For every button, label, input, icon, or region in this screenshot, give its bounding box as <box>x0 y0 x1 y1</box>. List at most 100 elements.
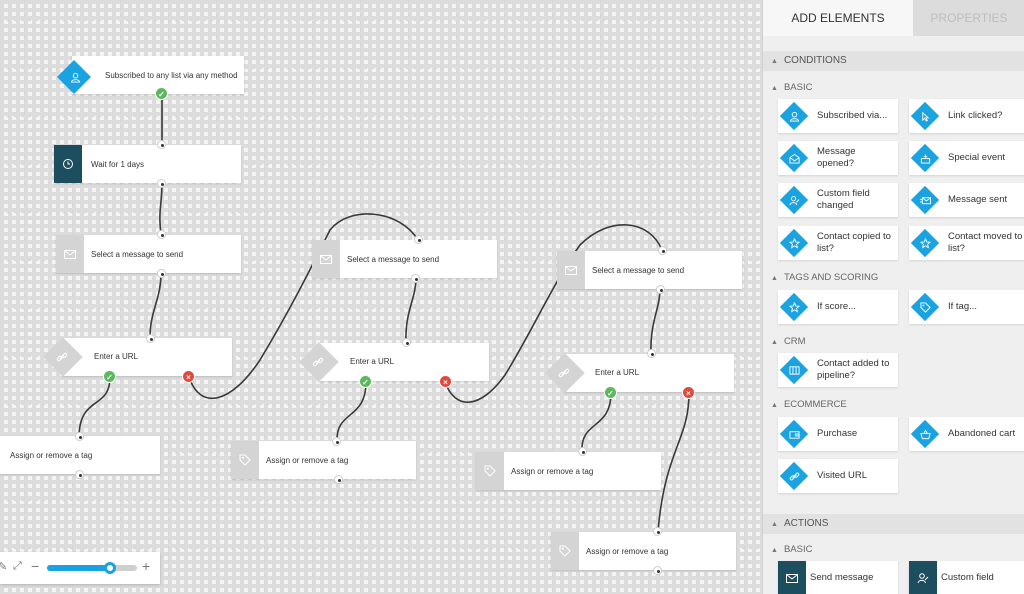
connector-dot[interactable] <box>157 230 166 239</box>
zoom-slider[interactable] <box>47 562 137 574</box>
tag-action-node[interactable]: Assign or remove a tag <box>0 436 160 474</box>
connector-dot[interactable] <box>402 338 411 347</box>
node-label: Select a message to send <box>592 265 685 275</box>
wire <box>159 182 163 235</box>
element-visited-url[interactable]: Visited URL <box>778 459 898 493</box>
connector-dot[interactable] <box>332 437 341 446</box>
element-label: Message sent <box>948 194 1008 205</box>
subsection-crm[interactable]: ▲CRM <box>771 336 806 347</box>
node-label: Assign or remove a tag <box>586 546 669 556</box>
subsection-basic[interactable]: ▲BASIC <box>771 82 812 93</box>
success-badge-icon: ✓ <box>155 87 168 100</box>
element-label: Contact added to pipeline? <box>817 358 890 381</box>
element-abandoned-cart[interactable]: Abandoned cart <box>909 417 1024 451</box>
element-label: Message opened? <box>817 146 856 169</box>
element-special-event[interactable]: Special event <box>909 141 1024 175</box>
star-move-icon <box>915 233 935 253</box>
connector-dot[interactable] <box>157 140 166 149</box>
connector-lines <box>78 95 690 532</box>
tab-add-elements[interactable]: ADD ELEMENTS <box>763 0 913 36</box>
element-contact-copied[interactable]: Contact copied to list? <box>778 226 898 260</box>
connector-dot[interactable] <box>653 527 662 536</box>
connector-dot[interactable] <box>414 235 423 244</box>
tag-action-node[interactable]: Assign or remove a tag <box>231 441 416 479</box>
node-label: Select a message to send <box>91 249 184 259</box>
link-icon <box>307 351 329 373</box>
tab-properties[interactable]: PROPERTIES <box>913 0 1024 36</box>
element-contact-added-pipeline[interactable]: Contact added to pipeline? <box>778 353 898 387</box>
envelope-send-icon <box>915 190 935 210</box>
connector-dot[interactable] <box>653 566 662 575</box>
tag-icon <box>915 297 935 317</box>
element-purchase[interactable]: Purchase <box>778 417 898 451</box>
element-message-opened[interactable]: Message opened? <box>778 141 898 175</box>
element-link-clicked[interactable]: Link clicked? <box>909 99 1024 133</box>
connector-dot[interactable] <box>157 269 166 278</box>
connector-dot[interactable] <box>157 179 166 188</box>
element-label: If tag... <box>948 301 978 312</box>
wire <box>78 376 111 437</box>
tag-action-node[interactable]: Assign or remove a tag <box>551 532 736 570</box>
zoom-slider-fill <box>47 565 110 571</box>
element-label: Contact moved to list? <box>948 231 1023 254</box>
url-condition-node[interactable]: Enter a URL <box>43 337 232 377</box>
wait-node[interactable]: Wait for 1 days <box>54 145 241 183</box>
element-custom-field-changed[interactable]: Custom field changed <box>778 183 898 217</box>
connector-dot[interactable] <box>75 470 84 479</box>
connector-dot[interactable] <box>647 349 656 358</box>
element-send-message[interactable]: Send message <box>778 561 898 594</box>
zoom-in-icon[interactable]: + <box>142 558 151 574</box>
connector-dot[interactable] <box>146 334 155 343</box>
node-label: Assign or remove a tag <box>266 455 349 465</box>
subsection-tags-scoring[interactable]: ▲TAGS AND SCORING <box>771 272 878 283</box>
user-icon <box>64 66 86 88</box>
element-contact-moved[interactable]: Contact moved to list? <box>909 226 1024 260</box>
element-label: Send message <box>810 572 874 583</box>
zoom-slider-handle[interactable] <box>104 562 116 574</box>
subsection-title: BASIC <box>783 544 813 555</box>
message-node[interactable]: Select a message to send <box>56 235 241 273</box>
url-condition-node[interactable]: Enter a URL <box>545 353 734 393</box>
node-label: Assign or remove a tag <box>10 450 93 460</box>
connector-dot[interactable] <box>656 285 665 294</box>
wire <box>650 287 661 355</box>
user-icon <box>784 106 804 126</box>
connector-dot[interactable] <box>658 246 667 255</box>
connector-dot[interactable] <box>411 274 420 283</box>
success-badge-icon: ✓ <box>604 386 617 399</box>
node-label: Subscribed to any list via any method <box>105 70 238 80</box>
url-condition-node[interactable]: Enter a URL <box>299 342 489 382</box>
element-if-tag[interactable]: If tag... <box>909 290 1024 324</box>
element-custom-field[interactable]: Custom field <box>909 561 1024 594</box>
connector-dot[interactable] <box>334 475 343 484</box>
zoom-out-icon[interactable]: − <box>31 558 40 574</box>
connector-dot[interactable] <box>578 447 587 456</box>
pencil-icon[interactable]: ✎ <box>0 561 8 573</box>
tag-action-node[interactable]: Assign or remove a tag <box>476 452 661 490</box>
section-title: ACTIONS <box>783 518 829 529</box>
fit-screen-icon[interactable]: ⤢ <box>13 560 22 572</box>
wire <box>336 381 367 442</box>
wire <box>444 224 663 403</box>
workflow-canvas[interactable]: Subscribed to any list via any method ✓ … <box>0 0 762 594</box>
subsection-ecommerce[interactable]: ▲ECOMMERCE <box>771 399 847 410</box>
message-node[interactable]: Select a message to send <box>312 240 497 278</box>
link-icon <box>784 466 804 486</box>
element-if-score[interactable]: If score... <box>778 290 898 324</box>
message-node[interactable]: Select a message to send <box>557 251 742 289</box>
zoom-toolbar: ✎ ⤢ − + <box>0 552 160 584</box>
error-badge-icon: × <box>682 386 695 399</box>
element-message-sent[interactable]: Message sent <box>909 183 1024 217</box>
element-subscribed-via[interactable]: Subscribed via... <box>778 99 898 133</box>
collapse-triangle-icon: ▲ <box>771 58 778 65</box>
tag-icon <box>551 532 579 570</box>
connector-dot[interactable] <box>75 432 84 441</box>
subsection-actions-basic[interactable]: ▲BASIC <box>771 544 812 555</box>
link-icon <box>51 346 73 368</box>
section-conditions[interactable]: ▲CONDITIONS <box>763 51 1024 71</box>
star-icon <box>784 297 804 317</box>
element-label: Custom field changed <box>817 188 870 211</box>
wire <box>149 272 162 339</box>
wire <box>581 392 612 453</box>
section-actions[interactable]: ▲ACTIONS <box>763 514 1024 534</box>
